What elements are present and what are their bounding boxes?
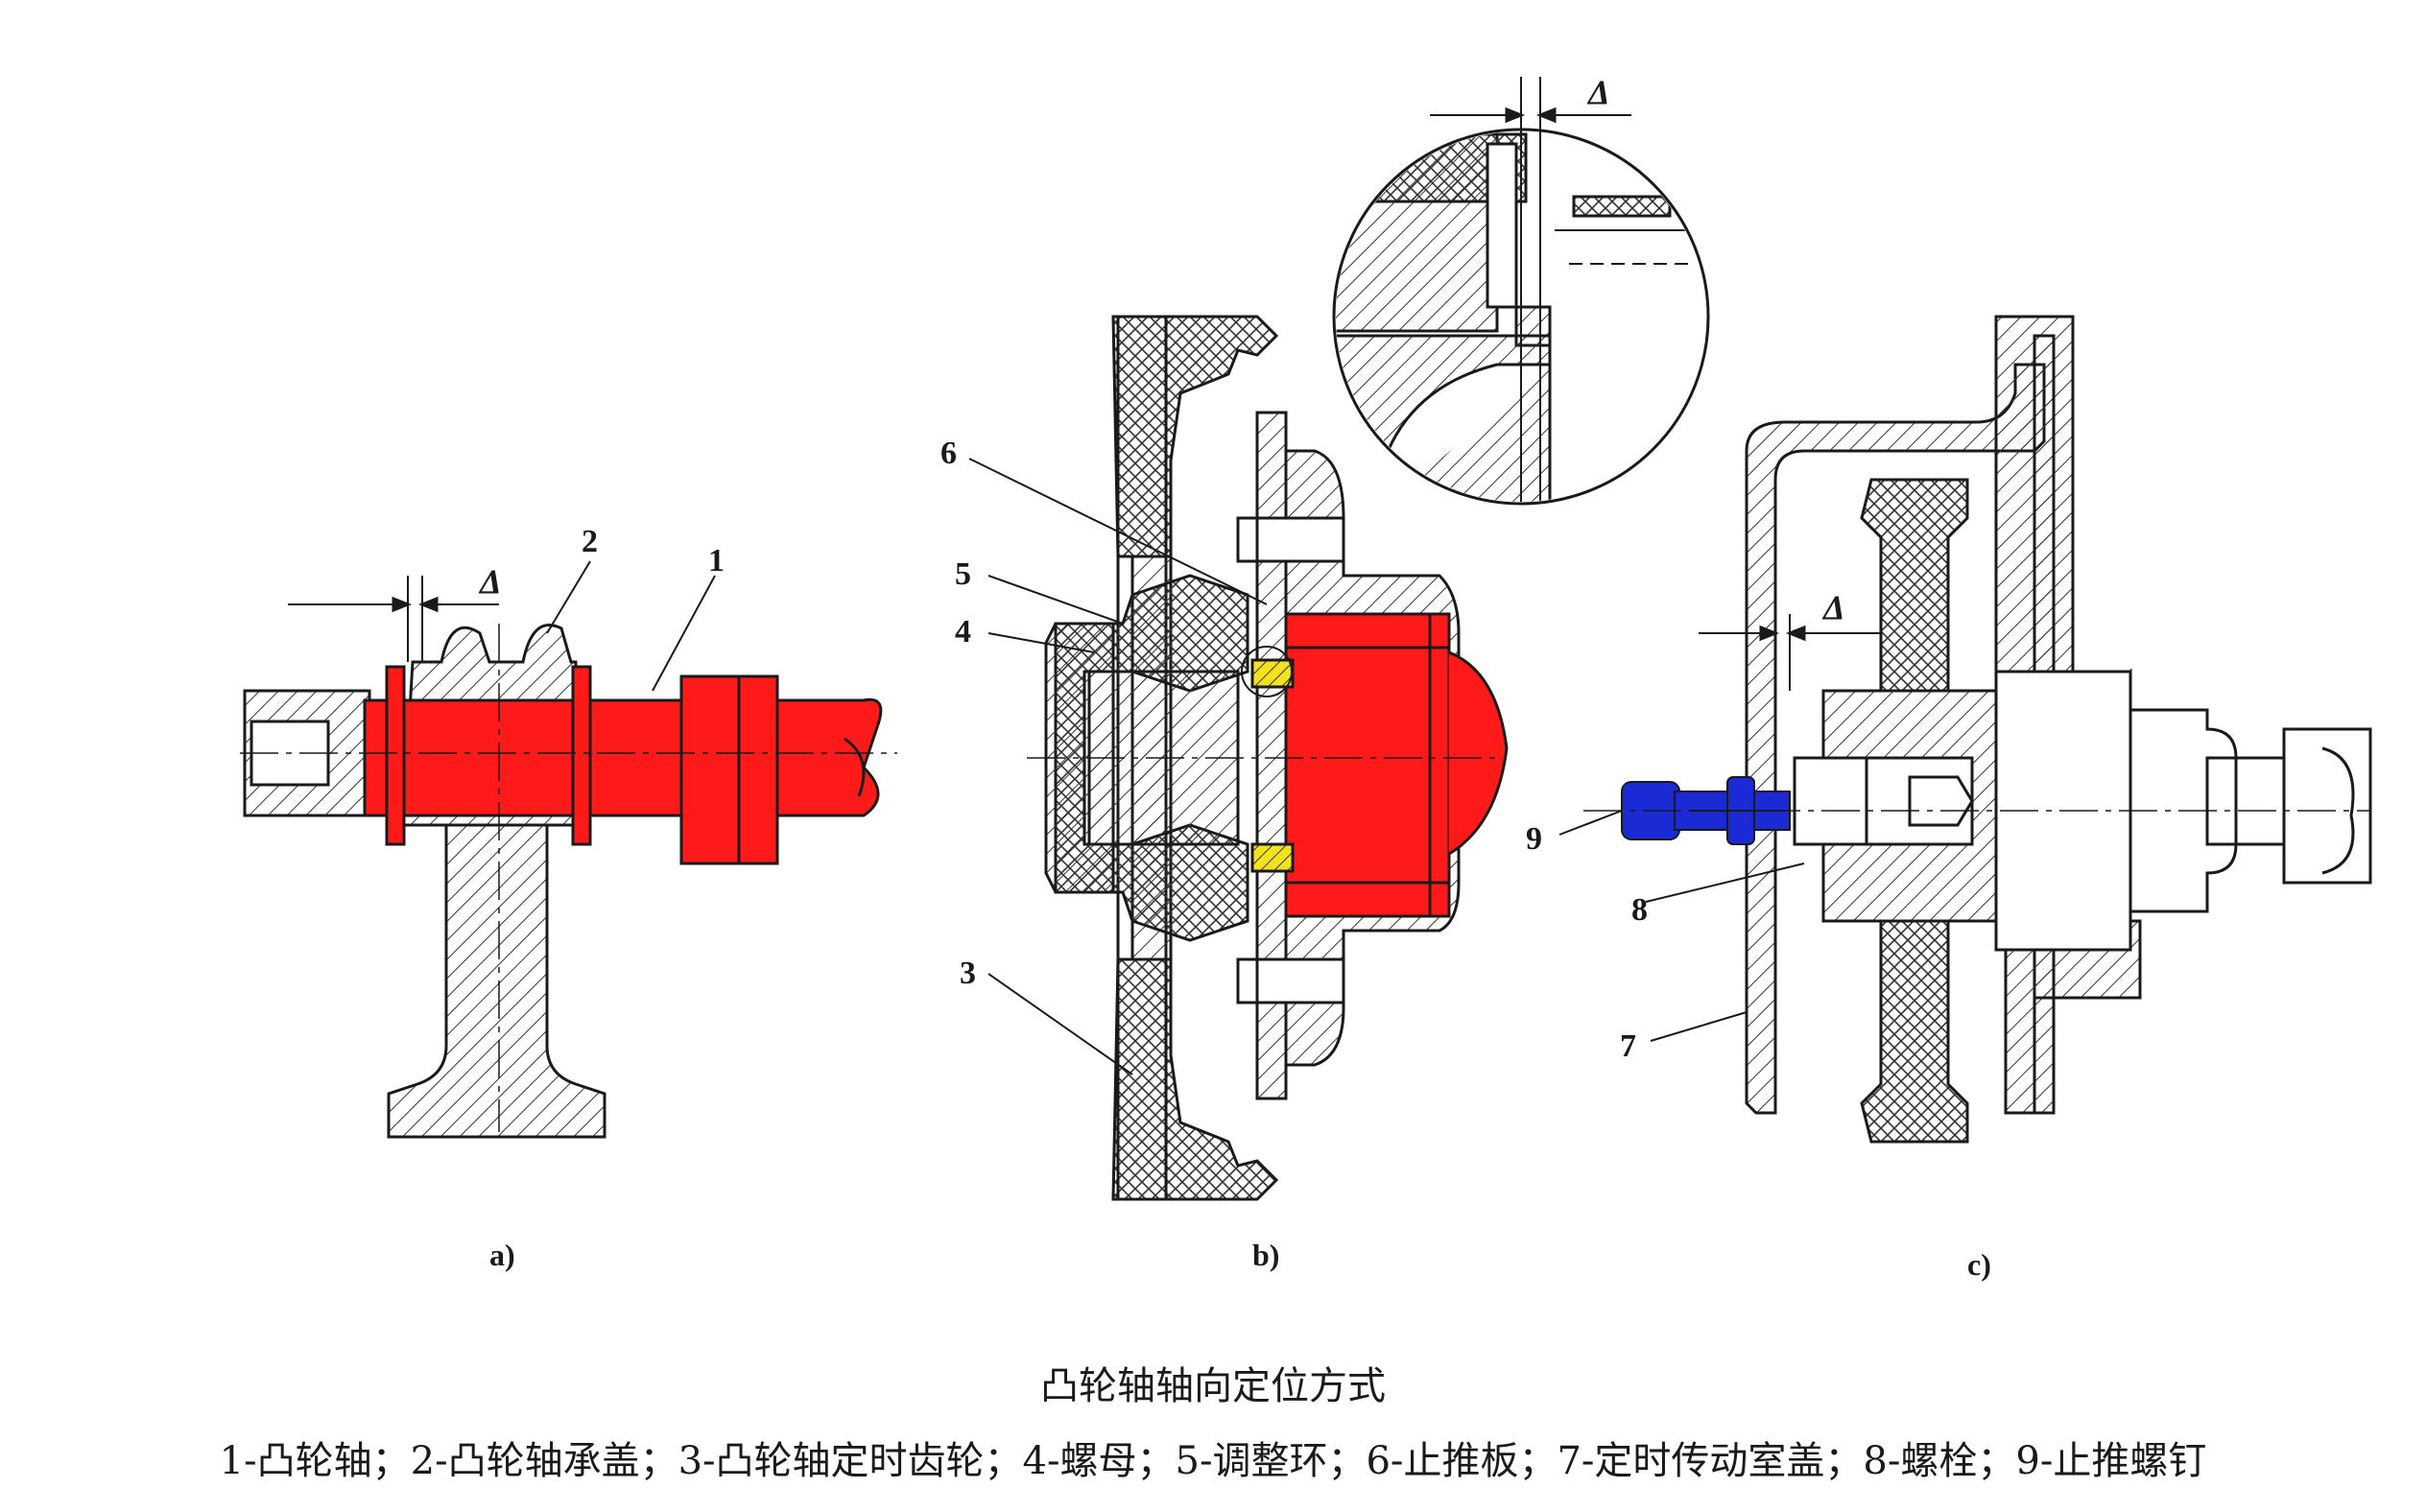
part-number-7: 7 bbox=[1620, 1028, 1636, 1064]
camshaft-b bbox=[1284, 612, 1509, 918]
subfigure-label-b: b) bbox=[1252, 1238, 1280, 1272]
adjusting-ring-bottom bbox=[1250, 842, 1295, 873]
part-number-4: 4 bbox=[955, 614, 971, 650]
part-number-3: 3 bbox=[960, 956, 976, 991]
camshaft-a bbox=[363, 665, 883, 865]
view-c bbox=[1558, 315, 2372, 1144]
clearance-label-c: Δ bbox=[1823, 588, 1845, 626]
part-number-6: 6 bbox=[940, 436, 957, 471]
part-number-2: 2 bbox=[582, 524, 598, 559]
part-number-8: 8 bbox=[1631, 892, 1648, 928]
figure-legend: 1-凸轮轴；2-凸轮轴承盖；3-凸轮轴定时齿轮；4-螺母；5-调整环；6-止推板… bbox=[219, 1439, 2207, 1483]
part-number-5: 5 bbox=[955, 556, 971, 592]
view-a bbox=[240, 560, 897, 1139]
part-number-9: 9 bbox=[1526, 821, 1542, 857]
view-b bbox=[968, 315, 1509, 1201]
figure-title: 凸轮轴轴向定位方式 bbox=[1040, 1364, 1386, 1408]
subfigure-label-c: c) bbox=[1967, 1247, 1991, 1282]
clearance-label-a: Δ bbox=[480, 562, 502, 601]
subfigure-label-a: a) bbox=[489, 1238, 515, 1272]
part-number-1: 1 bbox=[708, 543, 725, 579]
detail-circle bbox=[1332, 77, 1710, 506]
clearance-label-detail: Δ bbox=[1588, 73, 1610, 111]
adjusting-ring-top bbox=[1250, 658, 1295, 689]
